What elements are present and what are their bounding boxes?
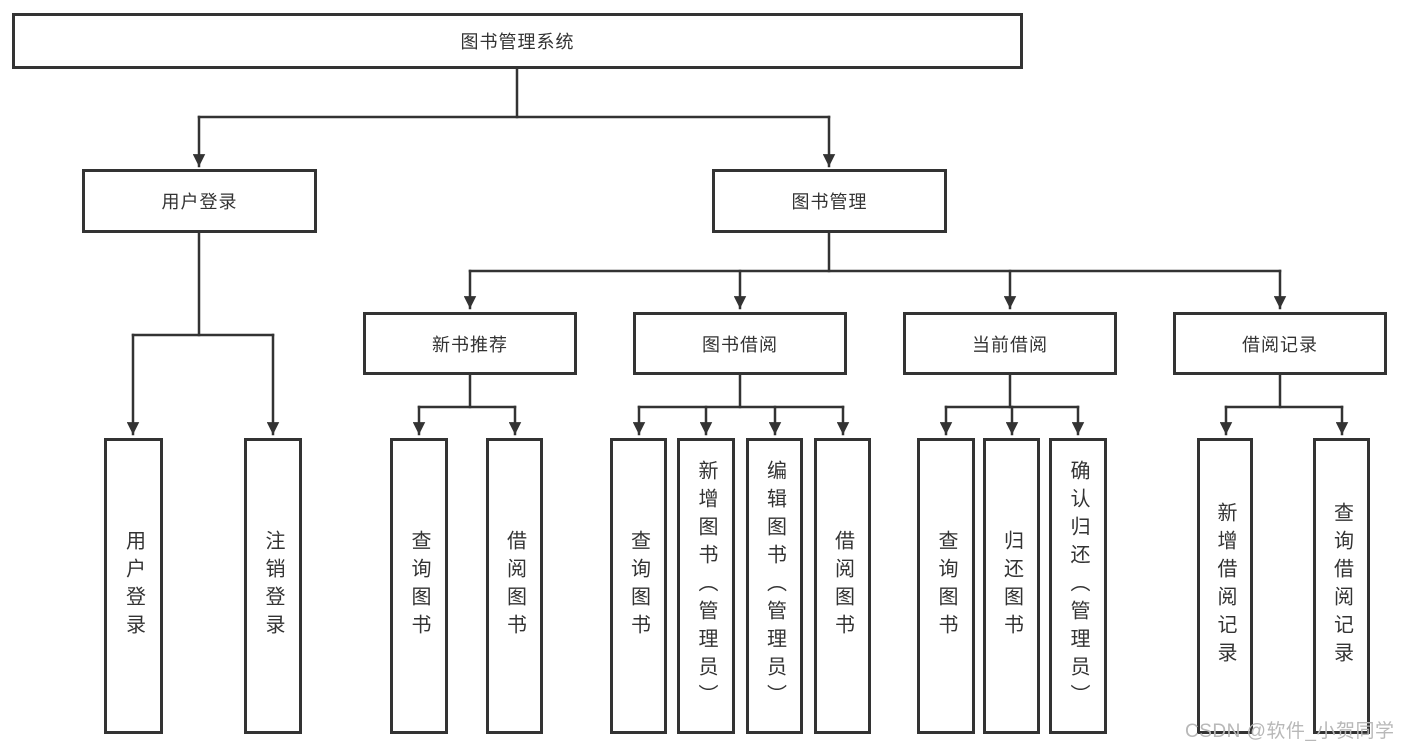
leaf-borrow-book-label: 借阅图书 [831,530,854,642]
leaf-current-query-book: 查询图书 [917,438,975,734]
leaf-logout: 注销登录 [244,438,302,734]
leaf-confirm-return-admin-label: 确认归还（管理员） [1067,460,1089,712]
leaf-rec-query-book-label: 查询图书 [408,530,430,642]
leaf-query-borrow-record: 查询借阅记录 [1313,438,1370,734]
node-user-login-label: 用户登录 [161,192,238,212]
leaf-add-borrow-record: 新增借阅记录 [1197,438,1253,734]
node-borrow-record: 借阅记录 [1173,312,1387,375]
leaf-borrow-query-book-label: 查询图书 [627,530,650,642]
node-book-management-label: 图书管理 [791,192,868,212]
node-book-borrow-label: 图书借阅 [702,334,778,355]
leaf-rec-borrow-book: 借阅图书 [486,438,543,734]
node-root-label: 图书管理系统 [460,32,575,52]
leaf-add-book-admin-label: 新增图书（管理员） [695,460,717,712]
node-new-book-recommend: 新书推荐 [363,312,577,375]
leaf-borrow-book: 借阅图书 [814,438,871,734]
leaf-confirm-return-admin: 确认归还（管理员） [1049,438,1107,734]
node-root: 图书管理系统 [12,13,1023,69]
leaf-rec-borrow-book-label: 借阅图书 [503,530,526,642]
leaf-return-book: 归还图书 [983,438,1040,734]
node-user-login: 用户登录 [82,169,317,233]
node-current-borrow-label: 当前借阅 [972,334,1048,355]
node-new-book-recommend-label: 新书推荐 [432,334,508,355]
leaf-add-borrow-record-label: 新增借阅记录 [1214,502,1236,670]
leaf-add-book-admin: 新增图书（管理员） [677,438,735,734]
leaf-logout-label: 注销登录 [262,530,284,642]
leaf-borrow-query-book: 查询图书 [610,438,667,734]
leaf-edit-book-admin: 编辑图书（管理员） [746,438,803,734]
leaf-current-query-book-label: 查询图书 [935,530,957,642]
leaf-edit-book-admin-label: 编辑图书（管理员） [763,460,786,712]
node-book-management: 图书管理 [712,169,947,233]
leaf-rec-query-book: 查询图书 [390,438,448,734]
csdn-watermark: CSDN @软件_小贺同学 [1185,721,1395,742]
leaf-query-borrow-record-label: 查询借阅记录 [1330,502,1353,670]
node-book-borrow: 图书借阅 [633,312,847,375]
leaf-user-login-label: 用户登录 [122,530,145,642]
leaf-user-login: 用户登录 [104,438,163,734]
node-current-borrow: 当前借阅 [903,312,1117,375]
node-borrow-record-label: 借阅记录 [1242,334,1318,355]
leaf-return-book-label: 归还图书 [1000,530,1023,642]
